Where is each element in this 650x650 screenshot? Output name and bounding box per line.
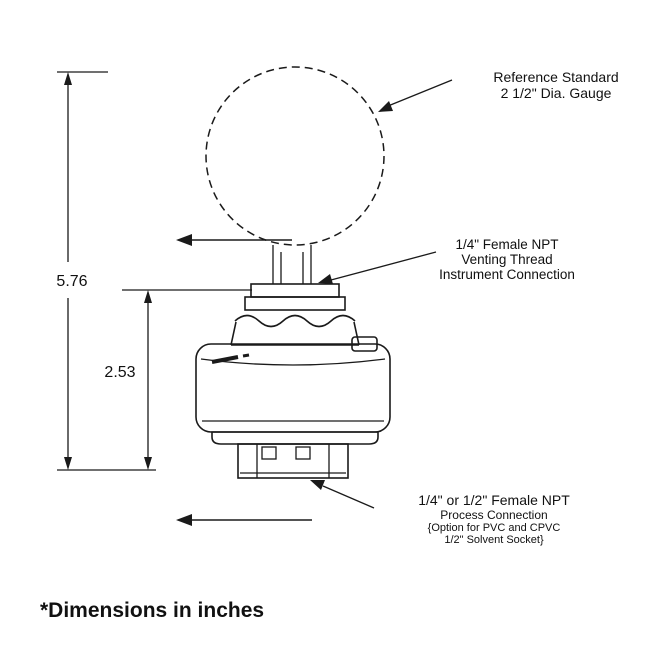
vent-cap (244, 283, 346, 311)
process-label-line4: 1/2" Solvent Socket} (444, 534, 544, 546)
process-connection-annotation: 1/4" or 1/2" Female NPT Process Connecti… (310, 480, 570, 546)
reference-gauge-label-line2: 2 1/2" Dia. Gauge (501, 85, 612, 101)
reference-gauge-annotation: Reference Standard 2 1/2" Dia. Gauge (378, 69, 619, 112)
venting-label-line3: Instrument Connection (439, 267, 575, 282)
knurled-ring (230, 314, 378, 352)
venting-label-line1: 1/4" Female NPT (455, 237, 558, 252)
dimension-body-height-label: 2.53 (104, 364, 135, 381)
body-marking (211, 353, 250, 364)
upper-reference-arrow (176, 234, 292, 246)
dimensions-footnote: *Dimensions in inches (40, 599, 264, 622)
dimension-overall-height-label: 5.76 (56, 273, 87, 290)
venting-label-line2: Venting Thread (461, 252, 552, 267)
instrument-stem (272, 245, 312, 284)
lower-flange (211, 431, 379, 445)
lower-reference-arrow (176, 514, 312, 526)
overall-height-dimension: 5.76 (56, 71, 156, 471)
reference-gauge-label-line1: Reference Standard (493, 69, 618, 85)
process-label-line1: 1/4" or 1/2" Female NPT (418, 492, 570, 508)
process-label-line3: {Option for PVC and CPVC (428, 522, 561, 534)
body-height-dimension: 2.53 (104, 289, 252, 470)
process-connector (237, 443, 349, 479)
gauge-guard-body (195, 343, 391, 433)
reference-gauge-circle (205, 66, 385, 246)
process-label-line2: Process Connection (440, 508, 547, 522)
venting-thread-annotation: 1/4" Female NPT Venting Thread Instrumen… (318, 237, 575, 284)
